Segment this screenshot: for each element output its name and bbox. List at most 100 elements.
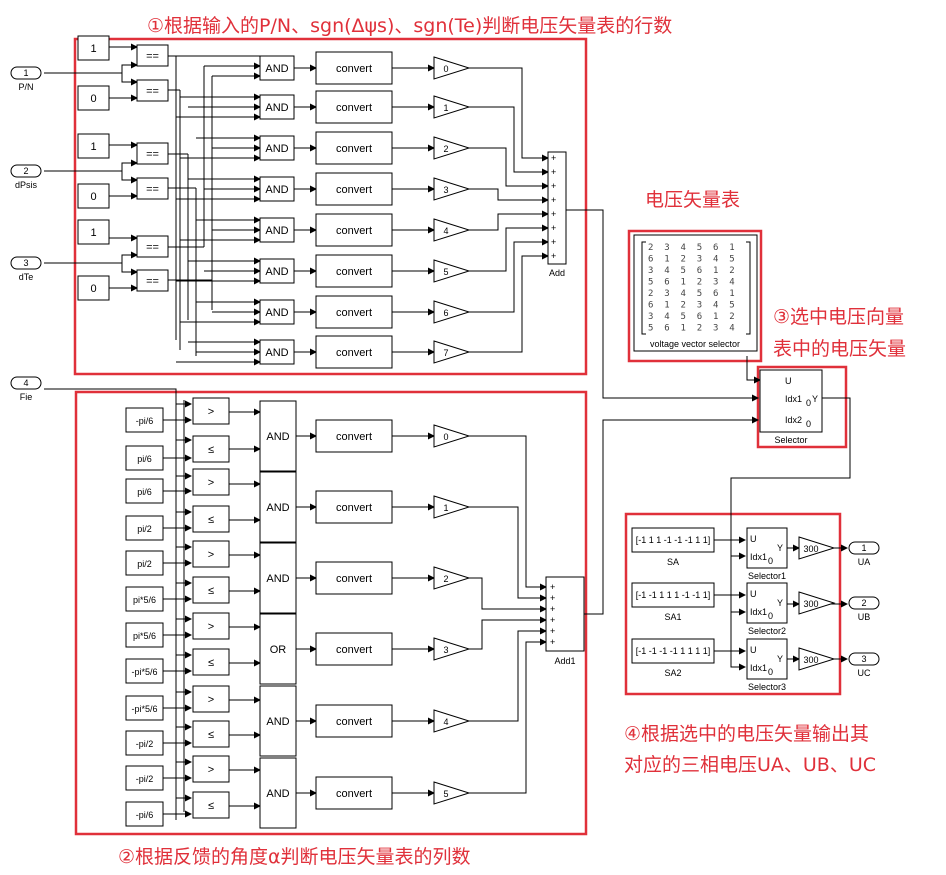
gain-top-1[interactable]: 0	[433, 56, 471, 80]
and-top-8[interactable]: AND	[259, 339, 295, 365]
convert-bottom-3[interactable]: convert	[315, 561, 393, 595]
logic-bottom-5[interactable]: AND	[259, 685, 297, 757]
gain-bottom-3[interactable]: 2	[433, 566, 471, 590]
constant-top-3[interactable]: 1	[77, 133, 110, 159]
gain-top-8[interactable]: 7	[433, 340, 471, 364]
convert-top-6[interactable]: convert	[315, 254, 393, 288]
constant-bottom-11[interactable]: -pi/2	[125, 765, 164, 791]
gain-top-7[interactable]: 6	[433, 300, 471, 324]
gain-top-6[interactable]: 5	[433, 259, 471, 283]
logic-bottom-6[interactable]: AND	[259, 757, 297, 829]
gain-bottom-4[interactable]: 3	[433, 637, 471, 661]
outport-uc[interactable]: 3UC	[848, 652, 880, 678]
gain-300-3[interactable]: 300	[798, 647, 836, 671]
and-top-2[interactable]: AND	[259, 94, 295, 120]
logic-bottom-2[interactable]: AND	[259, 471, 297, 543]
source-sa1[interactable]: [-1 -1 1 1 1 -1 -1 1]SA1	[631, 582, 715, 622]
outport-ua[interactable]: 1UA	[848, 541, 880, 567]
compare-eq-4[interactable]: ==	[136, 177, 169, 200]
convert-top-3[interactable]: convert	[315, 131, 393, 165]
convert-bottom-6[interactable]: convert	[315, 776, 393, 810]
compare-eq-1[interactable]: ==	[136, 44, 169, 67]
constant-bottom-8[interactable]: -pi*5/6	[125, 658, 164, 684]
gain-top-5[interactable]: 4	[433, 218, 471, 242]
constant-bottom-6[interactable]: pi*5/6	[125, 586, 164, 612]
constant-bottom-5[interactable]: pi/2	[125, 550, 164, 576]
convert-top-4[interactable]: convert	[315, 172, 393, 206]
voltage-vector-table[interactable]: 2 3 4 5 6 16 1 2 3 4 53 4 5 6 1 25 6 1 2…	[633, 234, 758, 352]
convert-bottom-1[interactable]: convert	[315, 419, 393, 453]
and-top-3[interactable]: AND	[259, 135, 295, 161]
compare-bottom-1[interactable]: >	[192, 397, 230, 425]
constant-top-2[interactable]: 0	[77, 85, 110, 111]
convert-top-2[interactable]: convert	[315, 90, 393, 124]
gain-bottom-1[interactable]: 0	[433, 424, 471, 448]
compare-bottom-6[interactable]: ≤	[192, 576, 230, 604]
gain-bottom-5[interactable]: 4	[433, 709, 471, 733]
compare-bottom-10[interactable]: ≤	[192, 720, 230, 748]
compare-bottom-3[interactable]: >	[192, 468, 230, 496]
compare-eq-5[interactable]: ==	[136, 235, 169, 258]
add1-block[interactable]: ++++++Add1	[545, 576, 585, 666]
convert-top-1[interactable]: convert	[315, 51, 393, 85]
compare-eq-3[interactable]: ==	[136, 142, 169, 165]
compare-eq-5-label: ==	[146, 242, 159, 254]
and-top-1[interactable]: AND	[259, 55, 295, 81]
gain-bottom-2[interactable]: 1	[433, 495, 471, 519]
and-top-6[interactable]: AND	[259, 258, 295, 284]
compare-bottom-7[interactable]: >	[192, 612, 230, 640]
constant-bottom-12[interactable]: -pi/6	[125, 801, 164, 827]
gain-300-2[interactable]: 300	[798, 591, 836, 615]
convert-bottom-4[interactable]: convert	[315, 632, 393, 666]
constant-top-4[interactable]: 0	[77, 183, 110, 209]
convert-top-8[interactable]: convert	[315, 335, 393, 369]
outport-ub[interactable]: 2UB	[848, 596, 880, 622]
and-top-5[interactable]: AND	[259, 217, 295, 243]
convert-top-7[interactable]: convert	[315, 295, 393, 329]
convert-bottom-5[interactable]: convert	[315, 704, 393, 738]
convert-bottom-2[interactable]: convert	[315, 490, 393, 524]
compare-bottom-11[interactable]: >	[192, 755, 230, 783]
compare-bottom-9[interactable]: >	[192, 685, 230, 713]
inport-1[interactable]: 1P/N	[10, 66, 42, 92]
constant-bottom-7[interactable]: pi*5/6	[125, 622, 164, 648]
constant-bottom-2[interactable]: pi/6	[125, 445, 164, 471]
constant-bottom-1[interactable]: -pi/6	[125, 407, 164, 433]
compare-bottom-12[interactable]: ≤	[192, 791, 230, 819]
gain-top-4[interactable]: 3	[433, 177, 471, 201]
logic-bottom-3[interactable]: AND	[259, 542, 297, 614]
add-plus: +	[551, 153, 556, 163]
compare-bottom-5[interactable]: >	[192, 540, 230, 568]
gain-top-2[interactable]: 1	[433, 95, 471, 119]
convert-top-5[interactable]: convert	[315, 213, 393, 247]
compare-bottom-4[interactable]: ≤	[192, 505, 230, 533]
constant-top-5[interactable]: 1	[77, 219, 110, 245]
logic-bottom-4[interactable]: OR	[259, 613, 297, 685]
constant-bottom-3[interactable]: pi/6	[125, 478, 164, 504]
and-top-4[interactable]: AND	[259, 176, 295, 202]
gain-300-1[interactable]: 300	[798, 536, 836, 560]
gain-top-3[interactable]: 2	[433, 136, 471, 160]
compare-eq-2[interactable]: ==	[136, 79, 169, 102]
compare-eq-6[interactable]: ==	[136, 269, 169, 292]
compare-bottom-8[interactable]: ≤	[192, 648, 230, 676]
source-sa[interactable]: [-1 1 1 -1 -1 -1 1 1]SA	[631, 527, 715, 567]
constant-bottom-10[interactable]: -pi/2	[125, 730, 164, 756]
constant-bottom-4[interactable]: pi/2	[125, 515, 164, 541]
and-top-7[interactable]: AND	[259, 299, 295, 325]
constant-bottom-9[interactable]: -pi*5/6	[125, 695, 164, 721]
logic-bottom-1[interactable]: AND	[259, 400, 297, 472]
constant-top-6[interactable]: 0	[77, 275, 110, 301]
add-block[interactable]: ++++++++Add	[547, 151, 567, 278]
source-sa2[interactable]: [-1 -1 -1 -1 1 1 1 1]SA2	[631, 638, 715, 678]
gain-bottom-6[interactable]: 5	[433, 781, 471, 805]
compare-bottom-2[interactable]: ≤	[192, 435, 230, 463]
constant-top-1[interactable]: 1	[77, 35, 110, 61]
